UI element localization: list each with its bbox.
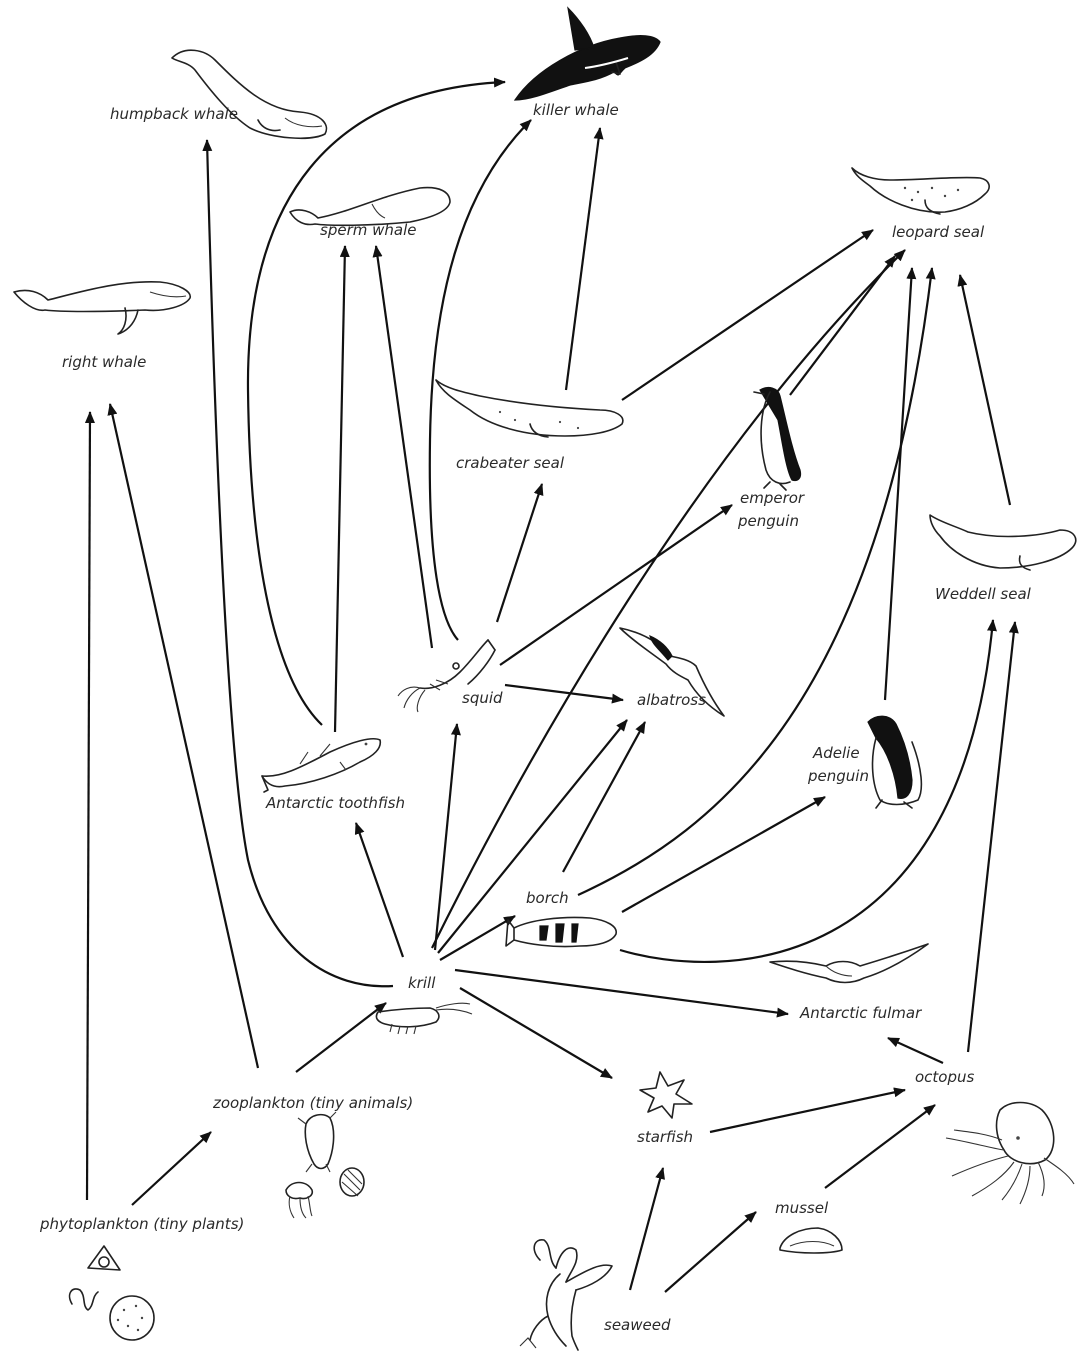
starfish-drawing (639, 1071, 693, 1119)
krill-drawing (375, 1002, 473, 1035)
albatross-drawing (619, 627, 725, 717)
arrow-borch-albatross (562, 721, 646, 873)
borch-drawing (505, 916, 617, 948)
arrow-phytoplankton-zooplankton (131, 1131, 212, 1206)
arrow-mussel-octopus (824, 1104, 936, 1189)
arrow-krill-borch (439, 915, 516, 961)
killer-whale-drawing (513, 6, 661, 101)
arrow-squid-albatross (504, 683, 624, 704)
arrow-krill-humpback-whale (202, 139, 394, 988)
arrow-squid-sperm-whale (372, 245, 434, 649)
arrow-weddell-leopard-seal (957, 274, 1012, 506)
label-phytoplankton: phytoplankton (tiny plants) (39, 1215, 244, 1233)
arrow-borch-leopard-seal (577, 267, 936, 897)
label-sperm-whale: sperm whale (320, 221, 416, 239)
arrow-octopus-weddell (966, 621, 1019, 1053)
octopus-drawing (945, 1101, 1075, 1205)
label-zooplankton: zooplankton (tiny animals) (212, 1094, 413, 1112)
label-mussel: mussel (775, 1199, 829, 1217)
label-right-whale: right whale (62, 353, 146, 371)
leopard-seal-drawing (851, 167, 990, 215)
arrow-squid-killer-whale (428, 119, 532, 641)
label-antarctic-fulmar: Antarctic fulmar (799, 1004, 922, 1022)
arrow-squid-emperor-penguin (499, 504, 733, 666)
label-emperor-penguin-line2: penguin (737, 512, 799, 530)
arrow-seaweed-starfish (628, 1167, 665, 1291)
humpback-whale-drawing (171, 49, 328, 140)
label-seaweed: seaweed (604, 1316, 671, 1334)
arrow-borch-adelie (621, 796, 826, 913)
arrow-starfish-octopus (709, 1087, 906, 1134)
emperor-penguin-drawing (753, 386, 802, 491)
arrow-phytoplankton-right-whale (84, 411, 95, 1201)
zooplankton-drawing (285, 1111, 365, 1219)
label-emperor-penguin-line1: emperor (740, 489, 805, 507)
sperm-whale-drawing (289, 186, 451, 227)
phytoplankton-drawing (68, 1245, 155, 1341)
weddell-seal-drawing (929, 514, 1077, 571)
organism-labels: humpback whale killer whale sperm whale … (39, 101, 1032, 1334)
arrow-crabeater-leopard-seal (621, 229, 874, 401)
crabeater-seal-drawing (435, 379, 624, 438)
antarctic-toothfish-drawing (261, 737, 382, 793)
arrow-krill-starfish (459, 987, 613, 1079)
arrow-krill-toothfish (354, 822, 405, 958)
arrow-zooplankton-right-whale (107, 403, 260, 1069)
label-squid: squid (462, 689, 503, 707)
squid-drawing (397, 639, 496, 713)
arrow-krill-fulmar (454, 968, 789, 1018)
arrow-seaweed-mussel (664, 1211, 757, 1293)
label-albatross: albatross (637, 691, 706, 709)
arrow-emperor-leopard-seal (789, 255, 896, 396)
arrow-crabeater-killer-whale (564, 127, 604, 391)
feeding-arrows (84, 77, 1019, 1293)
label-borch: borch (526, 889, 569, 907)
seaweed-drawing (519, 1239, 613, 1351)
label-antarctic-toothfish: Antarctic toothfish (265, 794, 405, 812)
label-adelie-penguin-line1: Adelie (812, 744, 860, 762)
arrow-krill-squid (433, 723, 461, 951)
antarctic-fulmar-drawing (769, 943, 929, 984)
label-krill: krill (408, 974, 436, 992)
arrow-krill-leopard-seal (431, 249, 906, 949)
right-whale-drawing (13, 280, 191, 335)
arrow-toothfish-sperm-whale (333, 245, 350, 733)
label-weddell-seal: Weddell seal (935, 585, 1032, 603)
label-humpback-whale: humpback whale (110, 105, 238, 123)
label-octopus: octopus (915, 1068, 975, 1086)
label-killer-whale: killer whale (533, 101, 619, 119)
arrow-zooplankton-krill (295, 1002, 387, 1073)
label-crabeater-seal: crabeater seal (456, 454, 565, 472)
label-adelie-penguin-line2: penguin (807, 767, 869, 785)
arrow-toothfish-killer-whale (246, 77, 506, 726)
arrow-octopus-fulmar (887, 1036, 944, 1065)
arrow-adelie-leopard-seal (883, 267, 917, 701)
arrow-squid-crabeater-seal (495, 483, 544, 623)
arrow-krill-albatross (437, 719, 628, 954)
arrow-borch-weddell (619, 619, 997, 964)
label-starfish: starfish (637, 1128, 693, 1146)
label-leopard-seal: leopard seal (892, 223, 985, 241)
mussel-drawing (779, 1227, 843, 1254)
adelie-penguin-drawing (867, 715, 923, 809)
organism-drawings (13, 6, 1077, 1351)
